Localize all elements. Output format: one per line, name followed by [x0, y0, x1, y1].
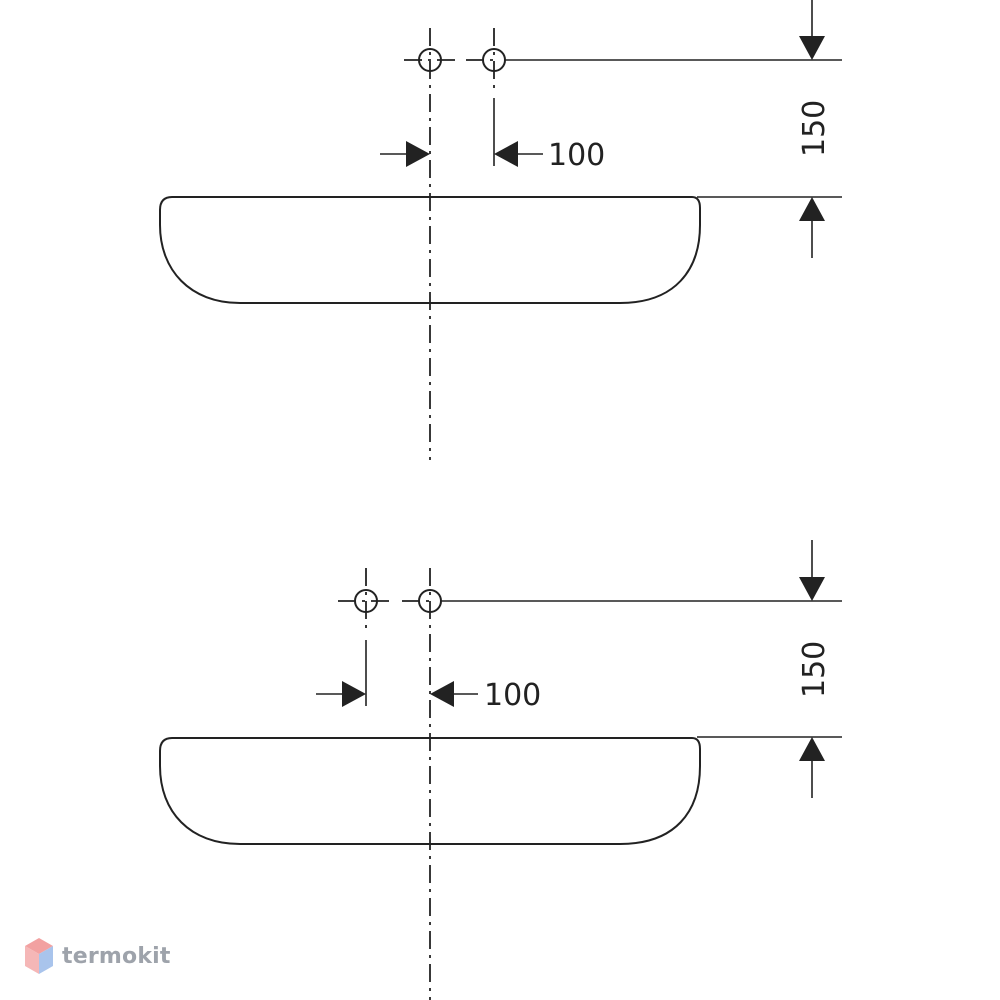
arrow-right-icon: [406, 141, 430, 167]
watermark-text: termokit: [62, 943, 171, 969]
arrow-up-icon: [799, 197, 825, 221]
arrow-up-icon: [799, 737, 825, 761]
dimension-label-horizontal: 100: [484, 678, 541, 713]
dimension-label-vertical: 150: [797, 100, 832, 157]
diagram-top: 150 100: [159, 0, 842, 460]
dimension-label-horizontal: 100: [548, 138, 605, 173]
arrow-left-icon: [430, 681, 454, 707]
arrow-down-icon: [799, 36, 825, 60]
tap-hole-circle: [354, 589, 378, 613]
basin-outline: [159, 737, 701, 845]
diagram-bottom: 150 100: [159, 540, 842, 1000]
arrow-left-icon: [494, 141, 518, 167]
arrow-right-icon: [342, 681, 366, 707]
tap-hole-circle: [418, 48, 442, 72]
dimension-label-vertical: 150: [797, 641, 832, 698]
termokit-logo-icon: [25, 938, 53, 974]
arrow-down-icon: [799, 577, 825, 601]
basin-outline: [159, 196, 701, 304]
watermark: termokit: [24, 934, 171, 978]
